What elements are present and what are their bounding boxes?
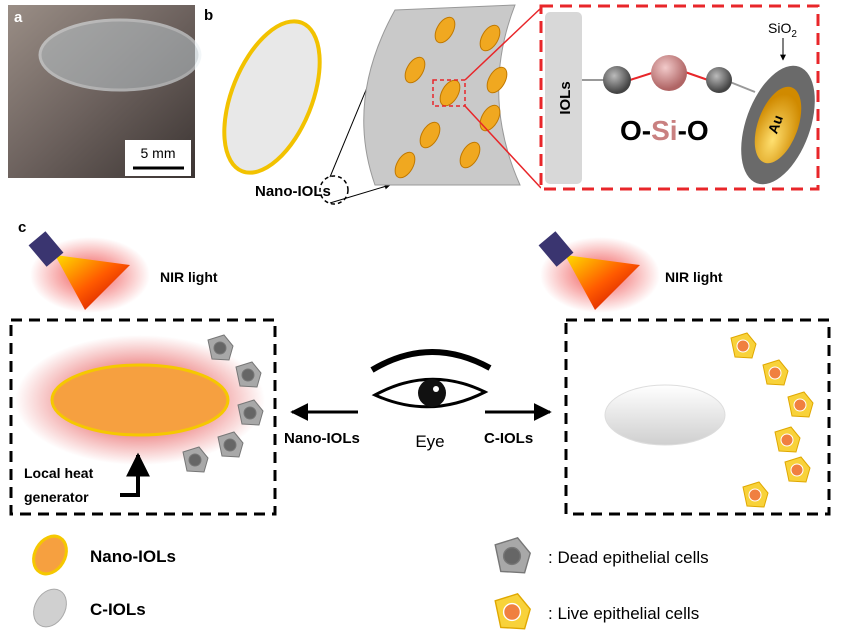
panel-label-c: c	[18, 219, 26, 236]
legend-dead-cell-icon	[494, 536, 531, 574]
legend-c-icon	[33, 588, 67, 628]
local-heat-label: Local heat	[24, 465, 94, 481]
generator-label: generator	[24, 489, 89, 505]
dead-cells	[182, 334, 264, 473]
panel-b: b Nano-IOLs IOLs O-Si-O	[204, 4, 820, 205]
nir-light-label: NIR light	[160, 269, 218, 285]
eye-icon	[370, 349, 492, 409]
gold-nanoparticles	[394, 16, 508, 179]
legend-live-label: : Live epithelial cells	[548, 604, 699, 623]
legend-nano-label: Nano-IOLs	[90, 547, 176, 566]
oxygen-atom	[603, 66, 631, 94]
oxygen-atom	[706, 67, 732, 93]
sio2-label: SiO2	[768, 20, 797, 40]
nano-iols-label: Nano-IOLs	[255, 183, 331, 200]
au-core	[754, 86, 802, 164]
legend-nano-icon	[32, 534, 68, 576]
heat-arrow	[120, 452, 150, 497]
nir-lamp-icon	[538, 231, 660, 313]
nano-iol-lens	[50, 363, 230, 437]
arrow-nano-iols-label: Nano-IOLs	[284, 430, 360, 447]
legend-live-cell-icon	[494, 592, 531, 630]
panel-label-b: b	[204, 7, 213, 24]
silicon-atom	[651, 55, 687, 91]
zoom-circle	[319, 175, 349, 205]
au-label: Au	[765, 113, 786, 136]
iol-substrate	[545, 12, 582, 184]
scale-bar-label: 5 mm	[141, 145, 176, 161]
c-iol-lens	[604, 384, 726, 446]
lens-photo	[38, 18, 202, 92]
nano-iol-box	[9, 318, 277, 516]
panel-a-photo: 5 mm a	[8, 5, 202, 178]
nano-iol-lens	[222, 19, 322, 175]
panel-c: c NIR light NIR light Local heat generat…	[9, 219, 831, 516]
iols-label: IOLs	[557, 81, 574, 114]
legend-dead-label: : Dead epithelial cells	[548, 548, 709, 567]
arrow-c-iols-label: C-IOLs	[484, 430, 533, 447]
live-cells	[730, 332, 814, 508]
nir-lamp-icon	[28, 231, 150, 313]
panel-label-a: a	[14, 9, 23, 26]
nir-light-label: NIR light	[665, 269, 723, 285]
eye-label: Eye	[415, 432, 444, 451]
c-iol-box	[564, 318, 831, 516]
o-si-o-label: O-Si-O	[620, 115, 709, 146]
legend-c-label: C-IOLs	[90, 600, 146, 619]
legend: Nano-IOLs C-IOLs : Dead epithelial cells…	[32, 534, 709, 630]
